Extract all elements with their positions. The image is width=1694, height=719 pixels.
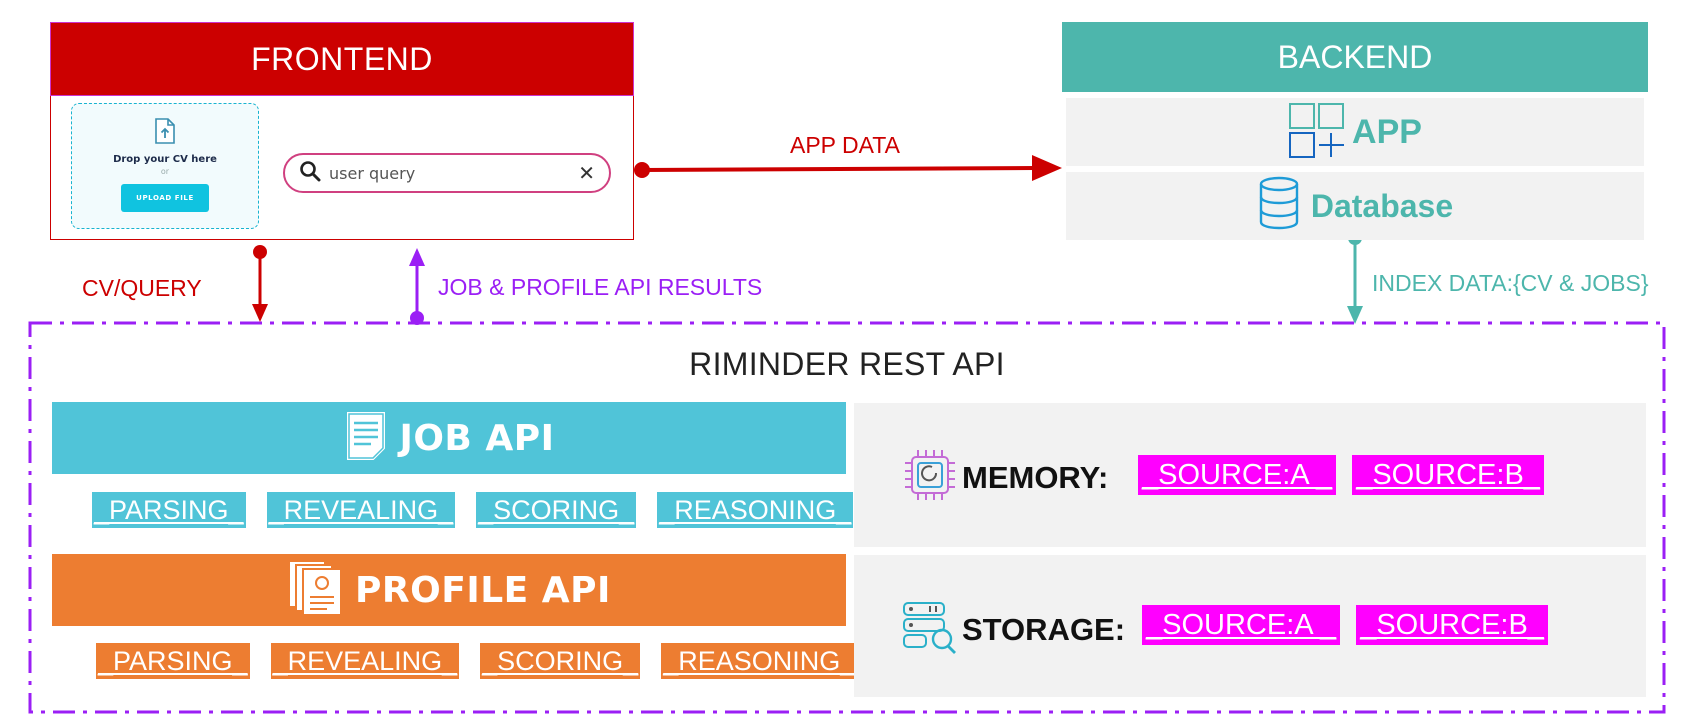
dropzone-or: or <box>160 167 170 176</box>
job-tag-revealing: _REVEALING_ <box>266 492 456 528</box>
job-api-tags: _PARSING_ _REVEALING_ _SCORING_ _REASONI… <box>92 492 874 528</box>
backend-title: BACKEND <box>1062 22 1648 92</box>
profile-api-title: PROFILE API <box>355 569 611 611</box>
close-icon[interactable]: ✕ <box>578 162 595 185</box>
profile-tag-revealing: _REVEALING_ <box>270 643 460 679</box>
dropzone-title: Drop your CV here <box>113 154 217 165</box>
job-tag-scoring: _SCORING_ <box>476 492 637 528</box>
storage-source-a: _SOURCE:A _ <box>1142 605 1341 645</box>
job-api-header: JOB API <box>52 402 846 474</box>
profile-api-tags: _PARSING_ _REVEALING_ _SCORING_ _REASONI… <box>96 643 878 679</box>
app-data-arrowhead <box>1032 155 1062 181</box>
database-icon <box>1257 176 1301 237</box>
app-data-label: APP DATA <box>790 132 900 158</box>
frontend-title: FRONTEND <box>50 22 634 96</box>
index-arrowhead <box>1347 306 1363 324</box>
memory-source-b: _SOURCE:B_ <box>1352 455 1544 495</box>
search-input[interactable]: user query ✕ <box>283 153 611 193</box>
backend-app-row: APP <box>1066 98 1644 166</box>
profile-tag-reasoning: _REASONING_ <box>661 643 858 679</box>
backend-database-row: Database <box>1066 172 1644 240</box>
upload-file-button[interactable]: UPLOAD FILE <box>121 184 209 212</box>
document-icon <box>343 408 389 469</box>
profile-tag-scoring: _SCORING_ <box>480 643 641 679</box>
cv-dropzone[interactable]: Drop your CV here or UPLOAD FILE <box>71 103 259 229</box>
frontend-box: FRONTEND Drop your CV here or UPLOAD FIL… <box>50 22 634 240</box>
storage-source-b: _SOURCE:B_ <box>1356 605 1548 645</box>
cv-query-arrowhead <box>252 304 268 322</box>
memory-panel: MEMORY: _SOURCE:A _ _SOURCE:B_ <box>854 403 1646 547</box>
api-container-border <box>28 321 1666 714</box>
memory-label: MEMORY: <box>962 459 1109 495</box>
upload-document-icon <box>152 116 178 150</box>
app-label: APP <box>1352 112 1422 151</box>
memory-source-a: _SOURCE:A _ <box>1138 455 1337 495</box>
app-grid-icon <box>1288 102 1346 163</box>
profile-document-icon <box>287 559 345 622</box>
memory-chip-icon <box>902 447 958 508</box>
profile-api-header: PROFILE API <box>52 554 846 626</box>
search-query-text: user query <box>329 163 416 183</box>
cv-query-label: CV/QUERY <box>82 275 202 301</box>
results-arrowhead <box>409 248 425 266</box>
storage-label: STORAGE: <box>962 611 1126 647</box>
profile-tag-parsing: _PARSING_ <box>96 643 250 679</box>
search-icon <box>299 160 321 187</box>
job-tag-reasoning: _REASONING_ <box>657 492 854 528</box>
index-data-label: INDEX DATA:{CV & JOBS} <box>1372 270 1649 296</box>
storage-server-icon <box>900 599 958 660</box>
api-title: RIMINDER REST API <box>689 346 1005 382</box>
job-api-title: JOB API <box>399 417 555 459</box>
job-tag-parsing: _PARSING_ <box>92 492 246 528</box>
results-label: JOB & PROFILE API RESULTS <box>438 274 763 300</box>
app-data-arrow <box>641 166 1037 172</box>
database-label: Database <box>1310 187 1454 224</box>
storage-panel: STORAGE: _SOURCE:A _ _SOURCE:B_ <box>854 555 1646 697</box>
